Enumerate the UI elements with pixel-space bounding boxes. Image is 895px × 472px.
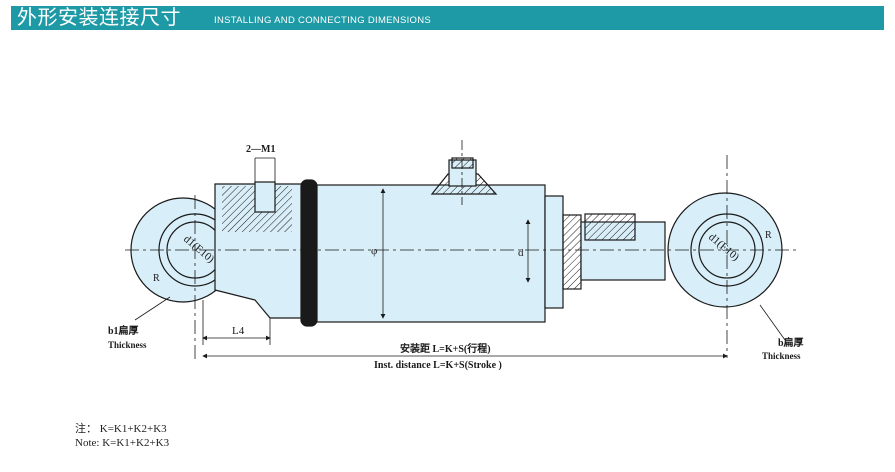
install-cn-label: 安装距 L=K+S(行程) xyxy=(400,342,491,355)
title-bar: 外形安装连接尺寸 INSTALLING AND CONNECTING DIMEN… xyxy=(11,5,884,30)
install-en-label: Inst. distance L=K+S(Stroke ) xyxy=(374,360,502,371)
note-cn-formula: K=K1+K2+K3 xyxy=(99,423,167,435)
thickness-right-leader xyxy=(759,304,786,341)
thickness-right-en: Thickness xyxy=(762,351,801,361)
rod-d-label: d xyxy=(518,247,524,259)
rod-hatch xyxy=(584,213,636,241)
head-flange xyxy=(544,195,564,309)
thickness-left-en: Thickness xyxy=(108,340,147,350)
note-en: Note: K=K1+K2+K3 xyxy=(75,437,169,450)
ports-label: 2—M1 xyxy=(246,144,275,155)
radius-right-label: R xyxy=(765,230,772,241)
note-en-prefix: Note: xyxy=(75,437,100,449)
l4-label: L4 xyxy=(232,325,245,337)
left-port xyxy=(254,181,276,213)
seal-band xyxy=(300,179,318,327)
dimension-lines xyxy=(125,140,800,360)
barrel xyxy=(316,184,546,323)
thickness-left-leader xyxy=(134,296,171,321)
page-title: 外形安装连接尺寸 xyxy=(17,5,181,29)
note-cn: 注： K=K1+K2+K3 xyxy=(75,423,167,436)
page-subtitle: INSTALLING AND CONNECTING DIMENSIONS xyxy=(214,15,432,26)
note-en-formula: K=K1+K2+K3 xyxy=(102,437,170,449)
thickness-right-cn: b扁厚 xyxy=(778,336,804,349)
head-nut xyxy=(562,214,582,290)
top-port-thread xyxy=(451,157,474,169)
note-cn-prefix: 注： xyxy=(75,423,97,435)
radius-left-label: R xyxy=(153,273,160,284)
diameter-label: φ xyxy=(371,245,377,257)
cylinder-drawing xyxy=(130,157,783,327)
thickness-left-cn: b1扁厚 xyxy=(108,324,139,337)
